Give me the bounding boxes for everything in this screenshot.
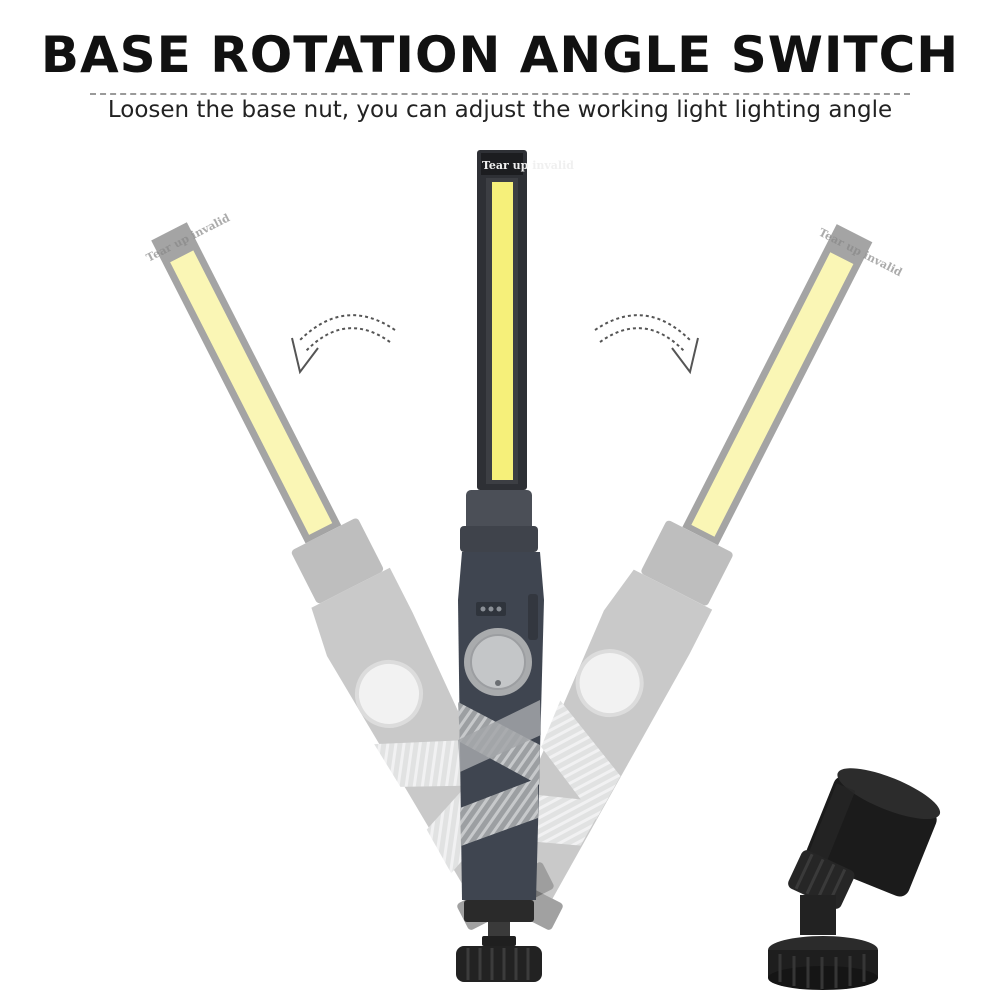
- right-tilted-work-light: [466, 224, 873, 930]
- dashed-divider: [90, 93, 910, 95]
- subheadline: Loosen the base nut, you can adjust the …: [107, 97, 893, 123]
- curved-arrow-left-icon: [291, 314, 396, 375]
- curved-arrow-right-icon: [594, 314, 699, 375]
- center-sticker-text: Tear up invalid: [482, 159, 574, 172]
- center-upright-work-light: Tear up invalid: [456, 150, 574, 982]
- magnetic-swivel-base-detail: [768, 768, 941, 990]
- cob-led-strip: [492, 182, 513, 480]
- headline: BASE ROTATION ANGLE SWITCH: [40, 26, 960, 84]
